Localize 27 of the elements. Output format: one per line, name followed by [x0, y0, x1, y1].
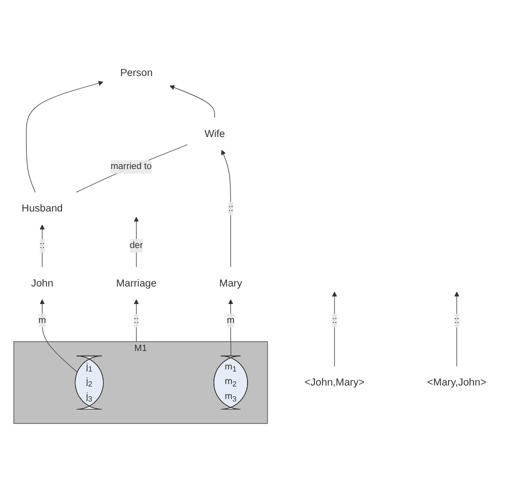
node-text: Husband	[22, 202, 63, 214]
edge-label: ::	[332, 315, 338, 326]
arrow	[228, 299, 234, 356]
node-text: Marriage	[116, 277, 157, 289]
arrow	[40, 224, 45, 268]
node-text: <Mary,John>	[427, 376, 486, 388]
edge-label: ::	[454, 315, 460, 326]
edge-label: ::	[228, 203, 234, 214]
arrow	[332, 292, 338, 367]
edge-label: der	[130, 240, 143, 250]
connector	[76, 144, 188, 193]
arrow	[170, 85, 215, 118]
node-text: <John,Mary>	[304, 376, 364, 388]
node-text: Person	[120, 66, 153, 78]
edge-label: m	[38, 315, 46, 326]
edge-label: ::	[134, 315, 139, 326]
node-text: John	[31, 277, 54, 289]
arrow	[221, 150, 231, 268]
node-text: Mary	[219, 277, 242, 289]
edge-label: ::	[40, 240, 45, 250]
edge-label: m	[226, 315, 234, 326]
edge-label: married to	[110, 162, 152, 172]
arrow	[134, 299, 139, 342]
arrow	[40, 299, 78, 373]
arrow	[454, 292, 460, 367]
arrow	[26, 80, 104, 193]
node-text: Wife	[204, 128, 225, 140]
